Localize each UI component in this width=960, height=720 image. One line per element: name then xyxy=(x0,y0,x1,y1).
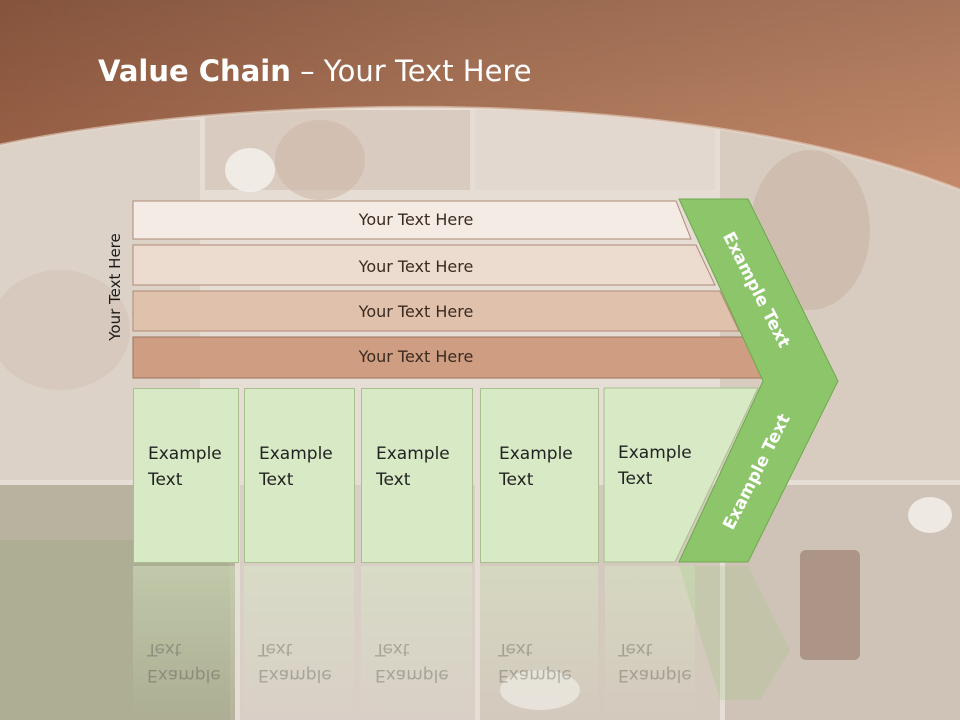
bar-1 xyxy=(132,200,692,240)
column-4: Example Text xyxy=(480,388,599,563)
column-5-line1: Example xyxy=(618,443,692,463)
column-2-line1: Example xyxy=(259,444,333,464)
column-4-line1: Example xyxy=(499,444,573,464)
column-2-line2: Text xyxy=(259,470,294,490)
title-rest: – Your Text Here xyxy=(290,54,532,88)
column-1-line1: Example xyxy=(148,444,222,464)
chevron-reflection xyxy=(679,566,790,700)
bar-2-label: Your Text Here xyxy=(358,257,474,276)
bar-2 xyxy=(132,244,716,286)
chevron-arrow xyxy=(678,198,839,563)
column-4-line2: Text xyxy=(499,470,534,490)
page-title: Value Chain – Your Text Here xyxy=(98,54,532,88)
column-1-line2: Text xyxy=(148,470,183,490)
bar-1-label: Your Text Here xyxy=(358,210,474,229)
column-3: Example Text xyxy=(361,388,473,563)
column-5-line2: Text xyxy=(618,469,653,489)
column-3-line2: Text xyxy=(376,470,411,490)
column-5: Example Text xyxy=(604,388,714,563)
column-1: Example Text xyxy=(133,388,239,563)
title-bold: Value Chain xyxy=(98,54,291,88)
column-2: Example Text xyxy=(244,388,355,563)
bar-4-label: Your Text Here xyxy=(358,347,474,366)
column-3-line1: Example xyxy=(376,444,450,464)
bar-3 xyxy=(132,290,740,332)
column-5-shape xyxy=(603,387,759,563)
bar-3-label: Your Text Here xyxy=(358,302,474,321)
